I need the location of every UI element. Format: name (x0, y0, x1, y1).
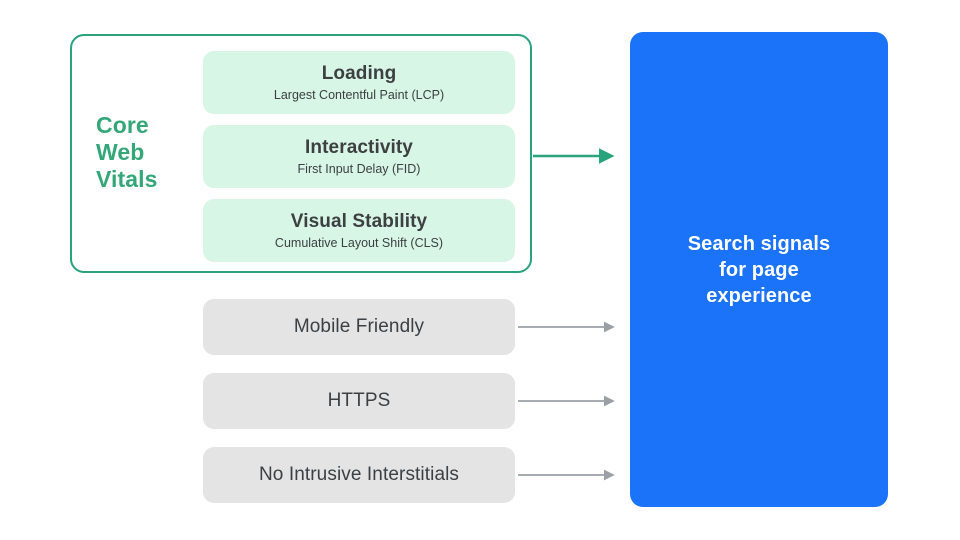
vital-card-title: Interactivity (305, 136, 413, 158)
signal-card-no-intrusive-interstitials[interactable]: No Intrusive Interstitials (203, 447, 515, 503)
vital-card-visual-stability[interactable]: Visual Stability Cumulative Layout Shift… (203, 199, 515, 262)
core-web-vitals-label-line-2: Web (96, 139, 145, 165)
search-signals-box-text: Search signals for page experience (688, 231, 831, 309)
search-signals-line-3: experience (706, 284, 812, 307)
vital-card-title: Visual Stability (290, 210, 428, 232)
signal-card-label: HTTPS (327, 390, 391, 411)
signal-card-label: Mobile Friendly (293, 316, 425, 337)
vital-card-title: Loading (321, 62, 397, 84)
vital-card-loading[interactable]: Loading Largest Contentful Paint (LCP) (203, 51, 515, 114)
vital-card-subtitle: First Input Delay (FID) (297, 161, 421, 176)
vital-card-subtitle: Cumulative Layout Shift (CLS) (274, 235, 444, 250)
signal-card-https[interactable]: HTTPS (203, 373, 515, 429)
search-signals-line-1: Search signals (687, 232, 831, 255)
core-web-vitals-label-line-3: Vitals (96, 166, 158, 192)
signal-card-mobile-friendly[interactable]: Mobile Friendly (203, 299, 515, 355)
core-web-vitals-label-line-1: Core (96, 112, 149, 138)
signal-card-label: No Intrusive Interstitials (258, 464, 460, 485)
search-signals-box[interactable]: Search signals for page experience (630, 32, 888, 507)
vital-card-subtitle: Largest Contentful Paint (LCP) (273, 87, 445, 102)
core-web-vitals-group-label: Core Web Vitals (96, 112, 196, 193)
search-signals-line-2: for page (719, 258, 799, 281)
vital-card-interactivity[interactable]: Interactivity First Input Delay (FID) (203, 125, 515, 188)
core-web-vitals-group (70, 34, 532, 273)
